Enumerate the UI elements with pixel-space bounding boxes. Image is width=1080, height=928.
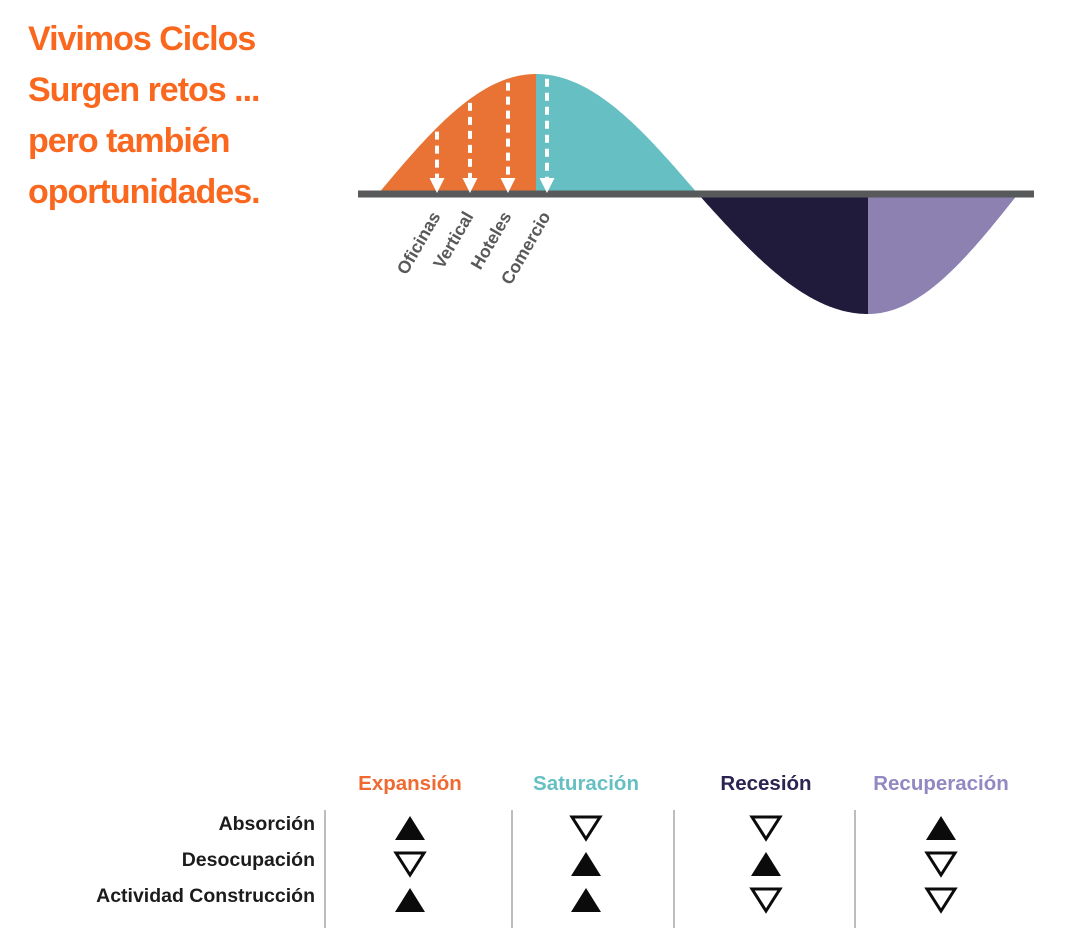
column-header-expansion: Expansión [358,772,462,795]
wave-phase-1 [536,74,698,194]
column-header-recuperacion: Recuperación [873,772,1009,795]
table-cell [921,812,961,844]
arrow-down-icon [539,178,555,193]
headline-line-1: Vivimos Ciclos [28,20,256,58]
triangle-down-icon [749,815,783,842]
table-cell [746,848,786,880]
row-label-absorcion: Absorción [218,813,315,835]
headline-line-4: oportunidades. [28,173,261,211]
triangle-up-icon [751,852,781,876]
table-cell [566,848,606,880]
table-cell [921,848,961,880]
headline: Vivimos Ciclos Surgen retos ... pero tam… [28,14,338,218]
triangle-down-icon [569,815,603,842]
table-cell [390,884,430,916]
sector-label: Vertical [429,208,477,272]
phase-table: Expansión Saturación Recesión Recuperaci… [0,380,1080,928]
column-header-recesion: Recesión [720,772,812,795]
arrow-down-icon [429,178,445,193]
triangle-up-icon [571,852,601,876]
triangle-up-icon [571,888,601,912]
wave-phase-0 [378,74,536,194]
arrow-down-icon [462,178,478,193]
sector-label: Comercio [497,208,555,288]
arrow-down-icon [500,178,516,193]
column-divider [854,810,856,928]
table-cell [746,812,786,844]
triangle-down-icon [924,851,958,878]
triangle-up-icon [395,888,425,912]
sector-label: Hoteles [467,208,516,273]
triangle-down-icon [924,887,958,914]
wave-phase-2 [698,194,868,314]
table-cell [921,884,961,916]
triangle-up-icon [395,816,425,840]
triangle-up-icon [926,816,956,840]
headline-line-3: pero también [28,122,230,160]
sector-label: Oficinas [393,208,445,278]
row-label-actividad-construccion: Actividad Construcción [96,885,315,907]
table-cell [566,812,606,844]
column-divider [673,810,675,928]
table-cell [390,812,430,844]
column-divider [511,810,513,928]
table-cell [390,848,430,880]
headline-line-2: Surgen retos ... [28,71,261,109]
triangle-down-icon [393,851,427,878]
table-cell [566,884,606,916]
column-header-saturacion: Saturación [533,772,639,795]
column-divider [324,810,326,928]
wave-phase-3 [868,194,1018,314]
table-cell [746,884,786,916]
row-label-desocupacion: Desocupación [181,849,315,871]
cycle-axis-line [358,190,1034,198]
triangle-down-icon [749,887,783,914]
